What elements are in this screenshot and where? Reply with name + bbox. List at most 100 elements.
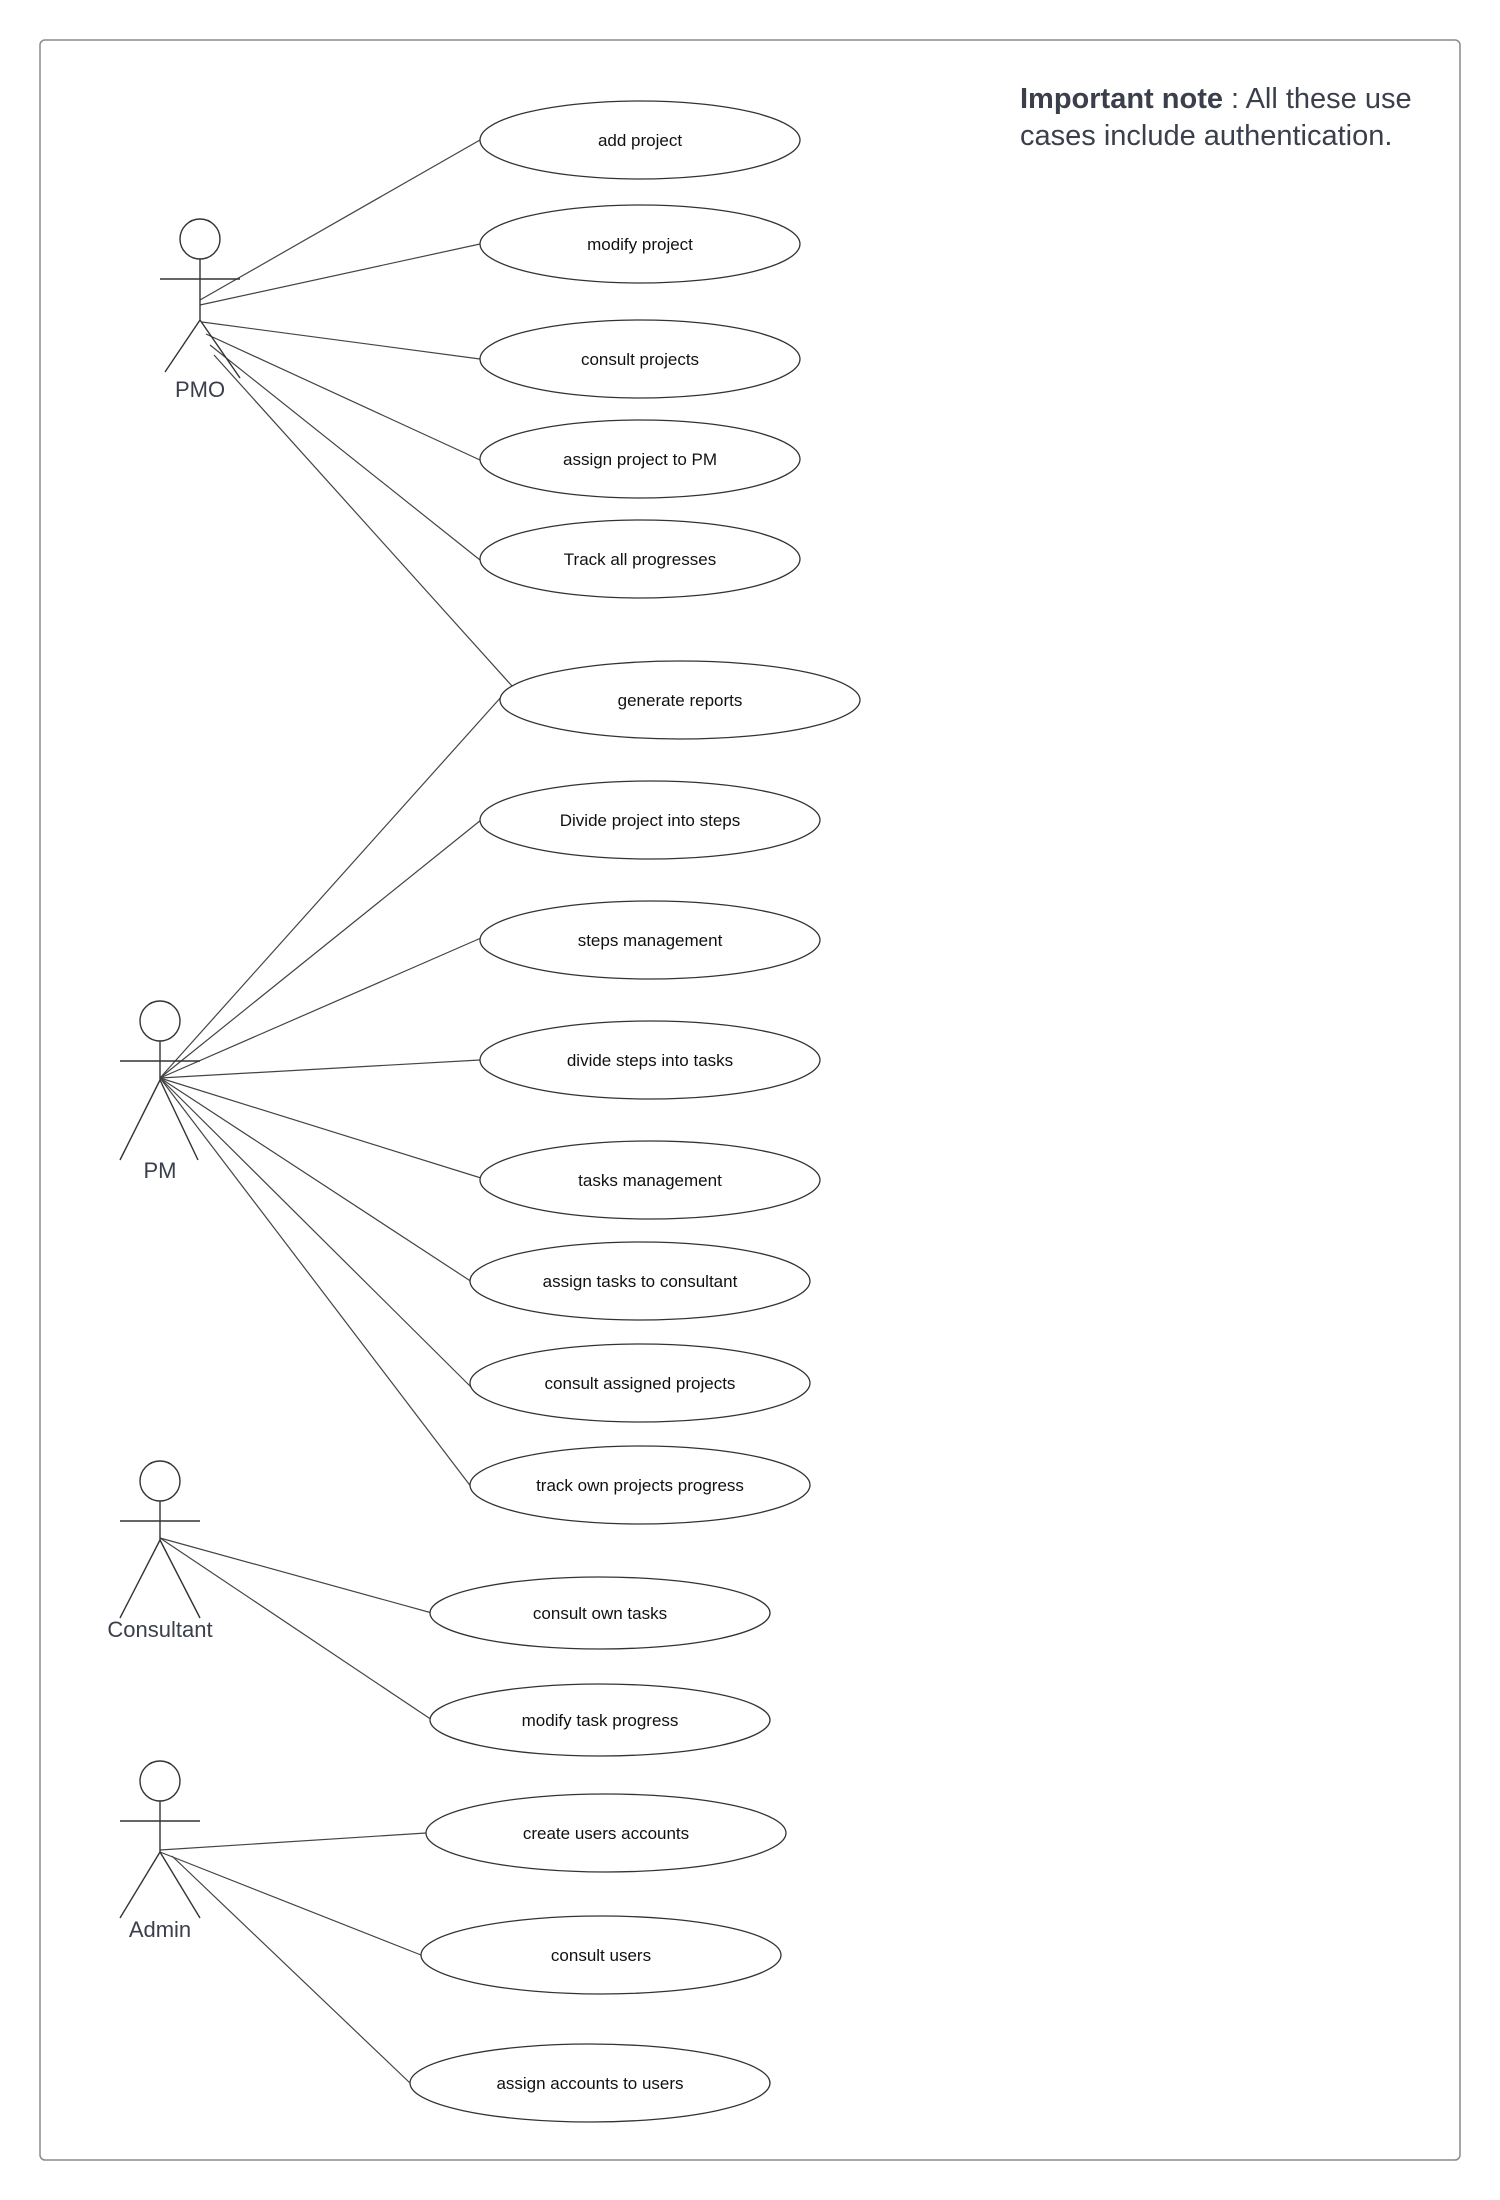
association-pm-divide-project: [159, 819, 482, 1079]
association-pmo-track-all: [209, 344, 481, 561]
usecase-assign-tasks-to-consultant-label: assign tasks to consultant: [543, 1272, 738, 1291]
association-pm-generate-reports: [159, 695, 503, 1079]
usecase-add-project-label: add project: [598, 131, 682, 150]
association-consultant-modify-task: [159, 1537, 433, 1721]
association-pm-divide-steps: [159, 1059, 481, 1079]
actor-pm-left-leg: [119, 1079, 161, 1161]
actor-admin-head: [139, 1760, 181, 1802]
important-note-line-1: Important note : All these use: [1020, 83, 1412, 115]
usecase-consult-own-tasks-label: consult own tasks: [533, 1604, 667, 1623]
usecase-assign-project-to-pm-ellipse: [479, 419, 801, 499]
usecase-assign-project-to-pm[interactable]: assign project to PM: [479, 419, 801, 499]
association-consultant-consult-tasks: [159, 1537, 433, 1614]
usecase-steps-management-label: steps management: [578, 931, 723, 950]
actor-pmo-label: PMO: [175, 377, 225, 402]
usecase-consult-assigned-projects-label: consult assigned projects: [545, 1374, 736, 1393]
usecase-modify-task-progress-ellipse: [429, 1683, 771, 1757]
actor-pm-head: [139, 1000, 181, 1042]
association-admin-assign-accounts: [171, 1855, 411, 2084]
usecase-steps-management-ellipse: [479, 900, 821, 980]
usecase-tasks-management-ellipse: [479, 1140, 821, 1220]
actor-consultant-label: Consultant: [107, 1617, 212, 1642]
usecase-modify-task-progress-label: modify task progress: [522, 1711, 679, 1730]
usecase-modify-project[interactable]: modify project: [479, 204, 801, 284]
usecase-consult-projects-ellipse: [479, 319, 801, 399]
usecase-assign-project-to-pm-label: assign project to PM: [563, 450, 717, 469]
usecase-divide-steps-into-tasks-label: divide steps into tasks: [567, 1051, 733, 1070]
associations: [159, 139, 513, 2084]
usecase-create-users-accounts-label: create users accounts: [523, 1824, 689, 1843]
usecase-assign-accounts-to-users-label: assign accounts to users: [496, 2074, 683, 2093]
usecase-assign-accounts-to-users[interactable]: assign accounts to users: [409, 2043, 771, 2123]
usecase-assign-tasks-to-consultant-ellipse: [469, 1241, 811, 1321]
usecase-steps-management[interactable]: steps management: [479, 900, 821, 980]
association-admin-create-accounts: [159, 1832, 427, 1851]
actor-pm-right-leg: [159, 1079, 199, 1161]
association-pmo-consult-projects: [201, 321, 481, 360]
actor-pmo-right-leg: [199, 319, 241, 379]
association-pm-consult-assigned: [159, 1077, 473, 1389]
actor-admin-right-leg: [159, 1851, 201, 1919]
association-admin-consult-users: [159, 1851, 422, 1956]
actor-pm-label: PM: [144, 1158, 177, 1183]
actor-admin-left-leg: [119, 1851, 161, 1919]
usecase-modify-task-progress[interactable]: modify task progress: [429, 1683, 771, 1757]
usecase-generate-reports-ellipse: [499, 660, 861, 740]
usecase-consult-users-ellipse: [420, 1915, 782, 1995]
usecase-consult-users-label: consult users: [551, 1946, 651, 1965]
association-pmo-assign-project: [205, 333, 481, 461]
association-pm-tasks-management: [159, 1077, 482, 1179]
actor-admin: Admin: [119, 1760, 201, 1942]
usecase-consult-assigned-projects[interactable]: consult assigned projects: [469, 1343, 811, 1423]
usecase-generate-reports-label: generate reports: [618, 691, 743, 710]
usecase-create-users-accounts[interactable]: create users accounts: [425, 1793, 787, 1873]
usecase-track-all-progresses-label: Track all progresses: [564, 550, 716, 569]
usecase-track-own-projects-progress-label: track own projects progress: [536, 1476, 744, 1495]
usecase-generate-reports[interactable]: generate reports: [499, 660, 861, 740]
usecase-consult-users[interactable]: consult users: [420, 1915, 782, 1995]
actor-admin-label: Admin: [129, 1917, 191, 1942]
association-pmo-generate-reports: [213, 354, 513, 687]
usecase-divide-project-into-steps-ellipse: [479, 780, 821, 860]
usecase-divide-steps-into-tasks-ellipse: [479, 1020, 821, 1100]
usecase-divide-project-into-steps-label: Divide project into steps: [560, 811, 740, 830]
usecase-track-all-progresses[interactable]: Track all progresses: [479, 519, 801, 599]
usecase-consult-projects[interactable]: consult projects: [479, 319, 801, 399]
actor-pm: PM: [119, 1000, 200, 1183]
usecase-add-project-ellipse: [479, 100, 801, 180]
usecase-assign-accounts-to-users-ellipse: [409, 2043, 771, 2123]
usecase-track-own-projects-progress[interactable]: track own projects progress: [469, 1445, 811, 1525]
usecase-create-users-accounts-ellipse: [425, 1793, 787, 1873]
actor-consultant: Consultant: [107, 1460, 213, 1642]
usecase-divide-steps-into-tasks[interactable]: divide steps into tasks: [479, 1020, 821, 1100]
actor-consultant-right-leg: [159, 1539, 201, 1619]
actor-pmo-head: [179, 218, 221, 260]
usecase-tasks-management[interactable]: tasks management: [479, 1140, 821, 1220]
association-pm-assign-tasks: [159, 1077, 473, 1283]
association-pm-track-own: [159, 1077, 473, 1489]
actor-pmo: PMO: [160, 218, 241, 402]
usecase-assign-tasks-to-consultant[interactable]: assign tasks to consultant: [469, 1241, 811, 1321]
use-cases: add project modify project consult proje…: [409, 100, 861, 2123]
important-note-line-2: cases include authentication.: [1020, 120, 1392, 152]
usecase-track-own-projects-progress-ellipse: [469, 1445, 811, 1525]
usecase-add-project[interactable]: add project: [479, 100, 801, 180]
important-note-rest: : All these use: [1223, 83, 1412, 115]
actor-pmo-left-leg: [164, 319, 201, 373]
usecase-consult-assigned-projects-ellipse: [469, 1343, 811, 1423]
important-note-bold: Important note: [1020, 83, 1223, 115]
usecase-modify-project-label: modify project: [587, 235, 693, 254]
diagram-frame: [39, 39, 1461, 2161]
usecase-consult-own-tasks[interactable]: consult own tasks: [429, 1576, 771, 1650]
usecase-track-all-progresses-ellipse: [479, 519, 801, 599]
actor-consultant-head: [139, 1460, 181, 1502]
usecase-tasks-management-label: tasks management: [578, 1171, 722, 1190]
association-pmo-modify-project: [199, 243, 481, 306]
usecase-modify-project-ellipse: [479, 204, 801, 284]
actor-consultant-left-leg: [119, 1539, 161, 1619]
usecase-consult-projects-label: consult projects: [581, 350, 699, 369]
association-pm-steps-management: [159, 937, 482, 1079]
association-pmo-add-project: [199, 139, 481, 301]
usecase-divide-project-into-steps[interactable]: Divide project into steps: [479, 780, 821, 860]
